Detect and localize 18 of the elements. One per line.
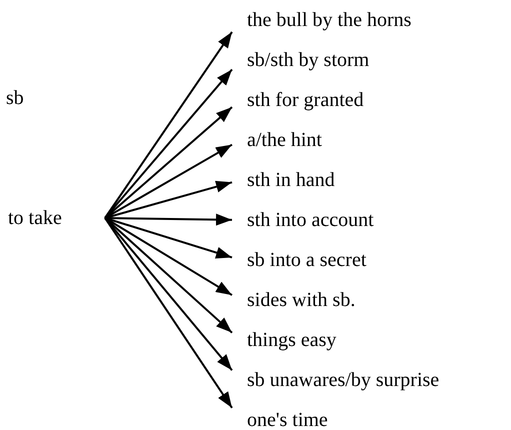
- phrase-text: to take: [8, 206, 62, 230]
- arrow: [104, 68, 233, 219]
- arrow: [104, 217, 233, 371]
- arrow: [104, 217, 233, 408]
- phrase-text: things easy: [247, 328, 336, 352]
- phrase-text: a/the hint: [247, 128, 322, 152]
- phrase-text: sb unawares/by surprise: [247, 368, 440, 392]
- phrase-text: sb/sth by storm: [247, 48, 370, 72]
- phrase-text: the bull by the horns: [247, 8, 412, 32]
- phrase-text: one's time: [247, 408, 328, 430]
- arrow: [104, 106, 233, 219]
- phrase-text: sth into account: [247, 208, 374, 232]
- arrow: [104, 217, 233, 334]
- word-label: sb: [6, 86, 24, 110]
- phrase-text: sth for granted: [247, 88, 364, 112]
- phrase-text: sides with sb.: [247, 288, 356, 312]
- phrase-text: sth in hand: [247, 168, 335, 192]
- phrase-text: sb into a secret: [247, 248, 366, 272]
